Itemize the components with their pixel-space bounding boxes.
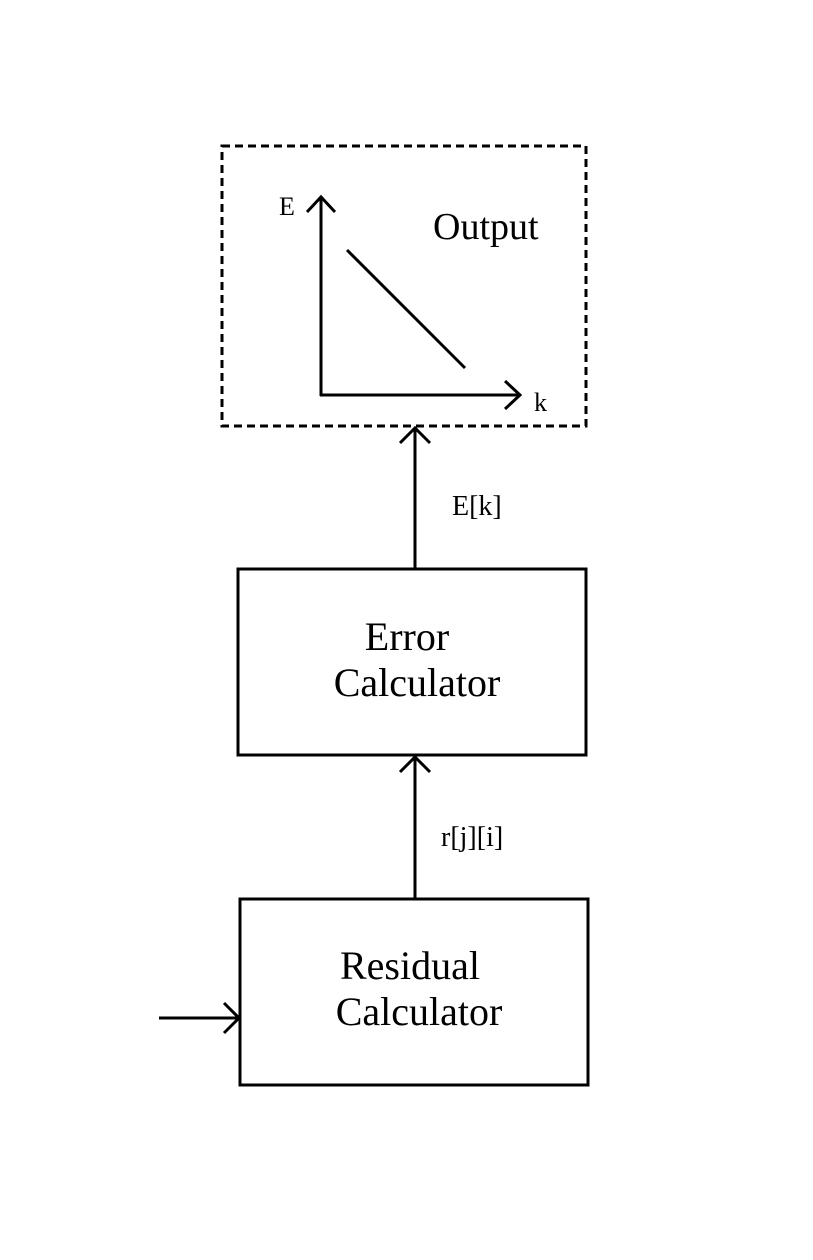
residual-calculator-label: Residual Calculator xyxy=(240,943,588,1035)
signal-label-residual: r[j][i] xyxy=(441,822,504,853)
residual-calculator-frame xyxy=(238,897,590,1087)
residual-calculator-line1: Residual xyxy=(340,943,480,988)
error-calculator-line1: Error xyxy=(364,614,450,659)
output-plot-decreasing-line xyxy=(345,248,467,370)
residual-calculator-line2: Calculator xyxy=(335,989,503,1034)
output-plot-x-arrowhead xyxy=(503,379,523,411)
input-arrow-head xyxy=(222,1001,242,1035)
output-block-frame xyxy=(220,144,588,428)
output-plot-y-arrowhead xyxy=(305,194,337,214)
arrow-residual-to-error-head xyxy=(398,754,432,774)
error-calculator-label: Error Calculator xyxy=(238,614,586,706)
output-plot-y-label: E xyxy=(279,192,295,221)
error-calculator-frame xyxy=(236,567,588,757)
signal-label-error: E[k] xyxy=(452,491,502,522)
output-block-title: Output xyxy=(433,206,539,248)
error-calculator-line2: Calculator xyxy=(333,660,501,705)
output-plot-x-label: k xyxy=(534,388,547,417)
arrow-error-to-output-head xyxy=(398,425,432,445)
